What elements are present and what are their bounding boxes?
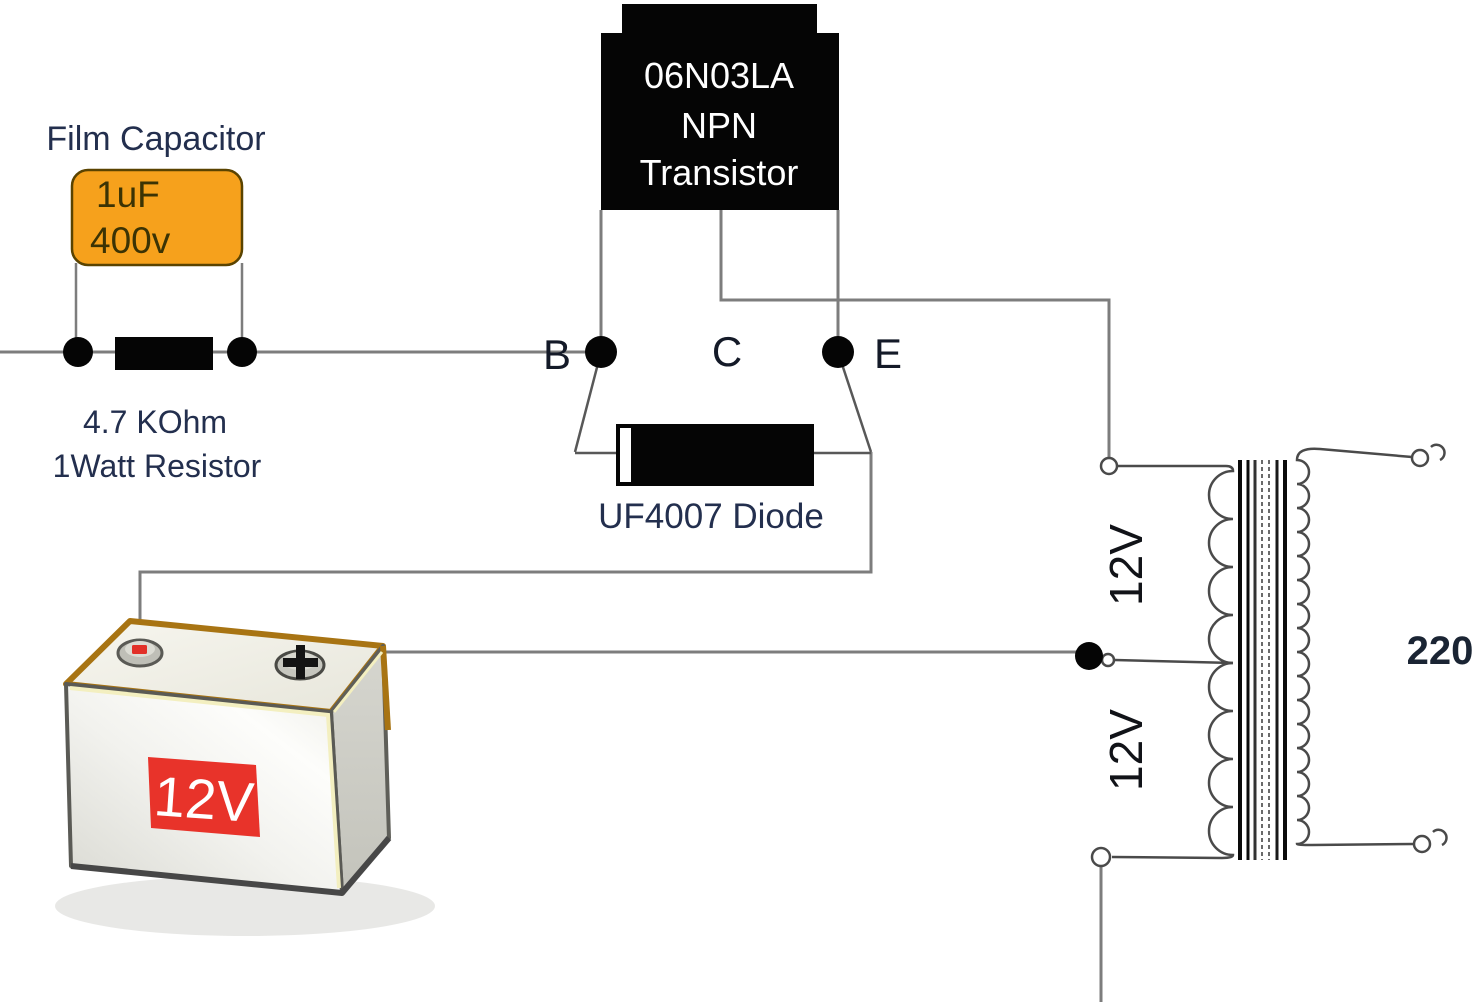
transistor-package [601, 4, 839, 210]
emitter-to-diode-diagonal [836, 351, 873, 453]
secondary-top-terminal [1410, 448, 1430, 468]
film-capacitor-body [70, 168, 244, 267]
film-capacitor-label: Film Capacitor [46, 120, 265, 158]
junction-dot-capacitor-right [227, 337, 257, 367]
diode-label: UF4007 Diode [598, 497, 824, 536]
battery-positive-terminal [274, 645, 326, 681]
resistor-label-line2: 1Watt Resistor [53, 448, 262, 484]
junction-dots [63, 336, 1103, 670]
collector-to-transformer-wire [719, 210, 1111, 458]
capacitor-value-line1: 1uF [96, 174, 160, 215]
resistor-label-line1: 4.7 KOhm [83, 404, 227, 440]
plus-sign-vertical [296, 645, 305, 679]
terminal-e-label: E [874, 330, 902, 377]
primary-bottom-voltage-label: 12V [1100, 709, 1152, 791]
battery-highlight-edge-front [69, 686, 341, 889]
diode-body [616, 424, 814, 486]
transistor-body [601, 33, 839, 210]
secondary-bottom-hook [1432, 828, 1448, 847]
capacitor-value-line2: 400v [90, 220, 171, 261]
transformer-centertap-wire [1114, 658, 1234, 665]
battery-voltage-label: 12V [152, 764, 256, 834]
junction-dot-capacitor-left [63, 337, 93, 367]
primary-bottom-terminal [1090, 846, 1112, 868]
terminal-c-label: C [712, 328, 742, 375]
emitter-to-battery-negative-wire [138, 452, 873, 648]
battery-voltage-label-plate [148, 757, 260, 837]
junction-dot-centertap [1075, 642, 1103, 670]
battery-highlight-edge-side [332, 651, 384, 713]
diode-cathode-band [620, 428, 631, 482]
battery-bottom-edge [70, 836, 392, 896]
transformer [1090, 443, 1448, 868]
transistor-part-number: 06N03LA [644, 55, 794, 96]
primary-top-voltage-label: 12V [1100, 524, 1152, 606]
negative-terminal-mark [132, 645, 147, 654]
secondary-top-hook [1430, 443, 1446, 462]
transistor-type: NPN [681, 105, 757, 146]
diode-component [616, 424, 814, 486]
transistor-tab [622, 4, 817, 38]
battery-brown-edge [380, 645, 391, 731]
battery-negative-terminal [116, 638, 164, 668]
primary-centertap-terminal [1100, 652, 1116, 668]
junction-dot-base [585, 336, 617, 368]
junction-dot-emitter [822, 336, 854, 368]
wires [0, 210, 1111, 1002]
connector-wires [573, 351, 873, 455]
primary-top-terminal [1099, 456, 1119, 476]
transformer-secondary-coil [1295, 447, 1415, 847]
secondary-bottom-terminal [1412, 834, 1432, 854]
resistor-body [115, 337, 213, 370]
transformer-core [1238, 460, 1287, 860]
secondary-voltage-label: 220 [1407, 629, 1474, 673]
base-to-diode-diagonal [573, 351, 603, 453]
terminal-b-label: B [543, 331, 571, 378]
battery-illustration: 12V [55, 618, 435, 936]
transistor-word: Transistor [640, 152, 799, 193]
